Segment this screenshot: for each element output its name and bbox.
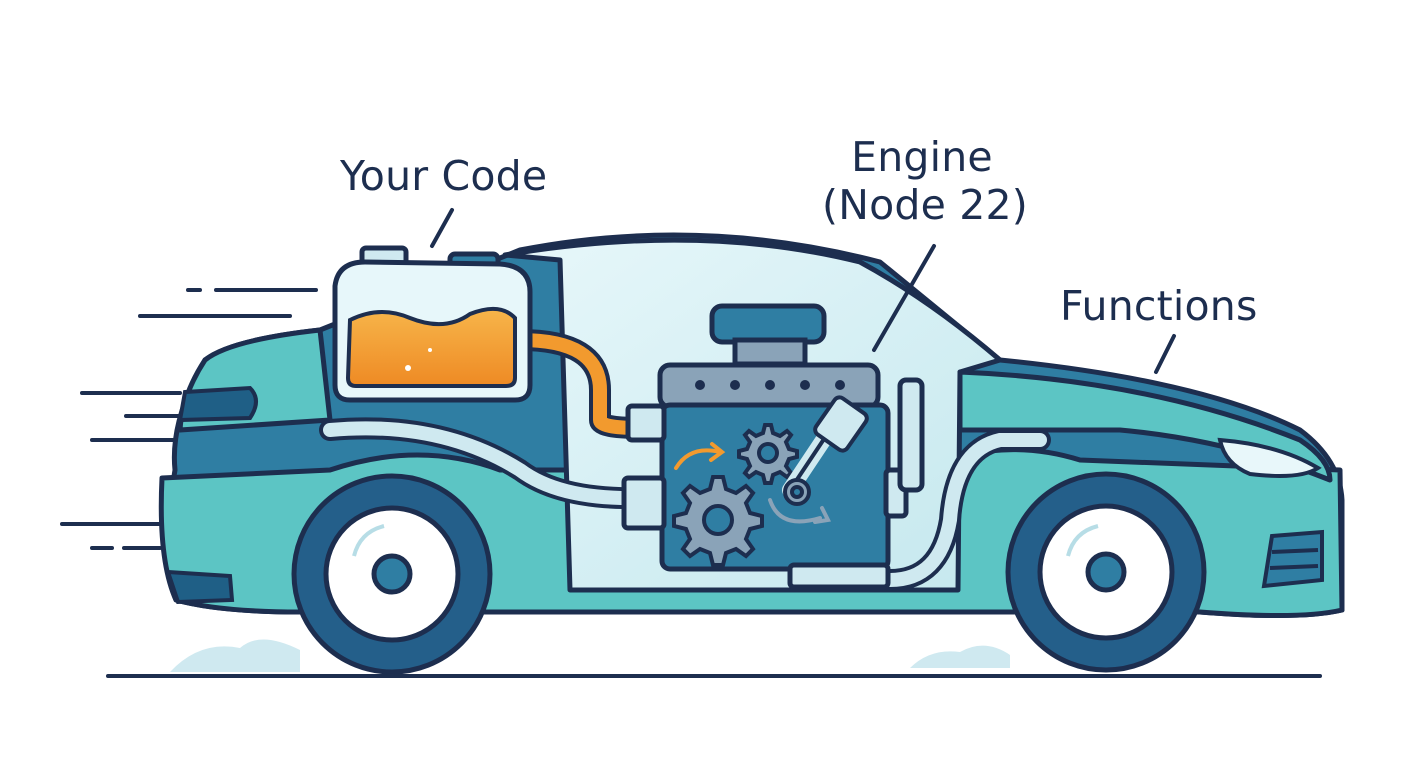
wheel-icon [291, 473, 493, 675]
fuel-tank-icon [332, 245, 533, 403]
leader-lines [430, 208, 1176, 374]
engine-label: Engine (Node 22) [822, 133, 1028, 229]
your-code-label: Your Code [340, 152, 548, 200]
flow-arrow-icon [674, 442, 726, 470]
functions-label: Functions [1060, 282, 1258, 330]
engine-label-line1: Engine [851, 133, 993, 181]
gear-icon [737, 423, 799, 485]
headlight [1217, 437, 1322, 478]
engine-label-line2: (Node 22) [822, 181, 1028, 229]
flow-arrow-icon [768, 498, 832, 524]
front-grille [1261, 529, 1324, 589]
ground [106, 639, 1322, 678]
gear-icon [672, 475, 764, 567]
fuel-lines [319, 329, 1051, 591]
wheel-icon [1005, 471, 1207, 673]
rear-bumper [165, 569, 235, 605]
tail-light [177, 385, 258, 423]
piston-icon [782, 395, 869, 506]
